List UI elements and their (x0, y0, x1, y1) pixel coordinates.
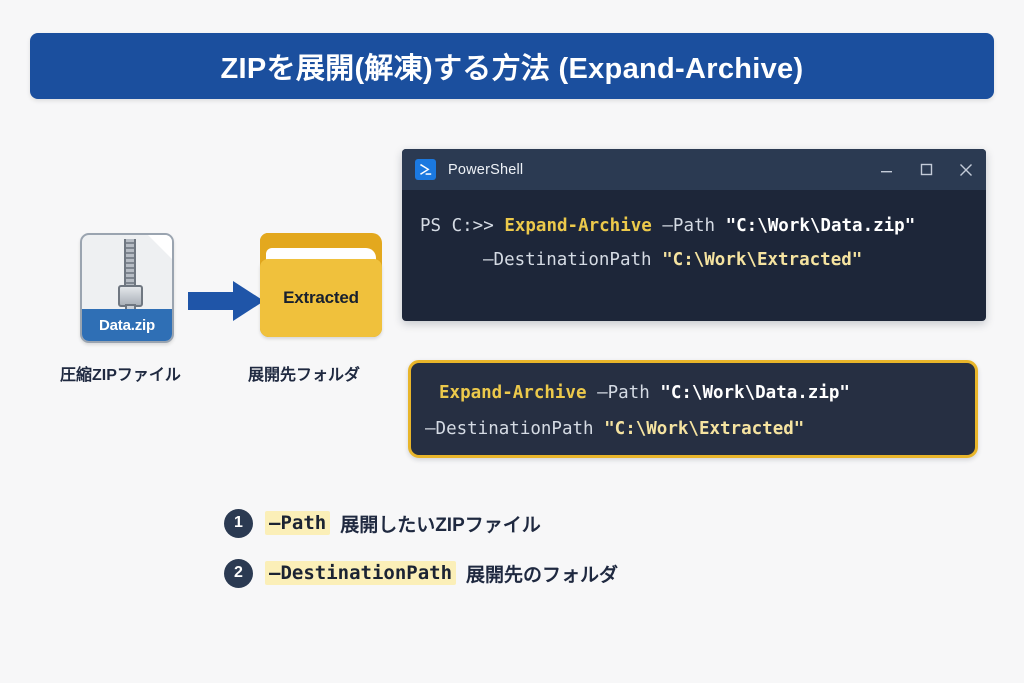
powershell-window-title: PowerShell (448, 161, 524, 178)
bullet-number-badge: 1 (224, 508, 253, 538)
codebox-command: Expand-Archive (439, 383, 587, 403)
zip-file-icon: Data.zip (80, 233, 174, 343)
parameter-legend: 1 –Path 展開したいZIPファイル 2 –DestinationPath … (224, 498, 618, 598)
maximize-icon[interactable] (906, 149, 946, 190)
list-item: 2 –DestinationPath 展開先のフォルダ (224, 548, 618, 598)
console-line-2: –DestinationPath "C:\Work\Extracted" (420, 243, 986, 277)
right-arrow-icon (188, 279, 266, 323)
folder-front: Extracted (260, 259, 382, 337)
codebox-line-2: –DestinationPath "C:\Work\Extracted" (425, 411, 975, 447)
title-banner: ZIPを展開(解凍)する方法 (Expand-Archive) (30, 33, 994, 99)
window-controls (866, 149, 986, 190)
bullet-param-name: –DestinationPath (265, 561, 457, 585)
console-prompt: PS C:>> (420, 216, 494, 236)
page-title: ZIPを展開(解凍)する方法 (Expand-Archive) (220, 53, 804, 85)
caption-destination-folder: 展開先フォルダ (248, 367, 361, 384)
console-param-destinationpath: –DestinationPath (483, 250, 652, 270)
bullet-number-badge: 2 (224, 558, 253, 588)
bullet-param-description: 展開先のフォルダ (466, 564, 619, 586)
close-icon[interactable] (946, 149, 986, 190)
caption-zip-file: 圧縮ZIPファイル (60, 367, 181, 384)
powershell-window: PowerShell PS C:>> Expand-Archive –Path … (402, 149, 986, 321)
folder-label: Extracted (283, 288, 359, 307)
console-param-path: –Path (662, 216, 716, 236)
console-value-path: "C:\Work\Data.zip" (725, 216, 916, 236)
codebox-line-1: Expand-Archive –Path "C:\Work\Data.zip" (425, 375, 975, 411)
powershell-console-body[interactable]: PS C:>> Expand-Archive –Path "C:\Work\Da… (402, 190, 986, 321)
console-command: Expand-Archive (504, 216, 652, 236)
console-value-destinationpath: "C:\Work\Extracted" (662, 250, 863, 270)
powershell-titlebar[interactable]: PowerShell (402, 149, 986, 190)
codebox-value-path: "C:\Work\Data.zip" (660, 383, 850, 403)
codebox-value-destinationpath: "C:\Work\Extracted" (604, 419, 805, 439)
powershell-icon (415, 159, 436, 180)
zipper-teeth (124, 239, 136, 291)
bullet-param-description: 展開したいZIPファイル (340, 514, 541, 536)
list-item: 1 –Path 展開したいZIPファイル (224, 498, 618, 548)
console-line-1: PS C:>> Expand-Archive –Path "C:\Work\Da… (420, 209, 986, 243)
zip-file-name: Data.zip (99, 316, 155, 334)
codebox-param-destinationpath: –DestinationPath (425, 419, 594, 439)
page-fold-corner (147, 235, 172, 260)
illustration-group: Data.zip Extracted (55, 225, 395, 385)
highlighted-code-box: Expand-Archive –Path "C:\Work\Data.zip" … (408, 360, 978, 458)
zip-file-name-band: Data.zip (82, 309, 172, 341)
bullet-param-name: –Path (265, 511, 331, 535)
minimize-icon[interactable] (866, 149, 906, 190)
codebox-param-path: –Path (597, 383, 650, 403)
folder-icon: Extracted (260, 233, 382, 337)
